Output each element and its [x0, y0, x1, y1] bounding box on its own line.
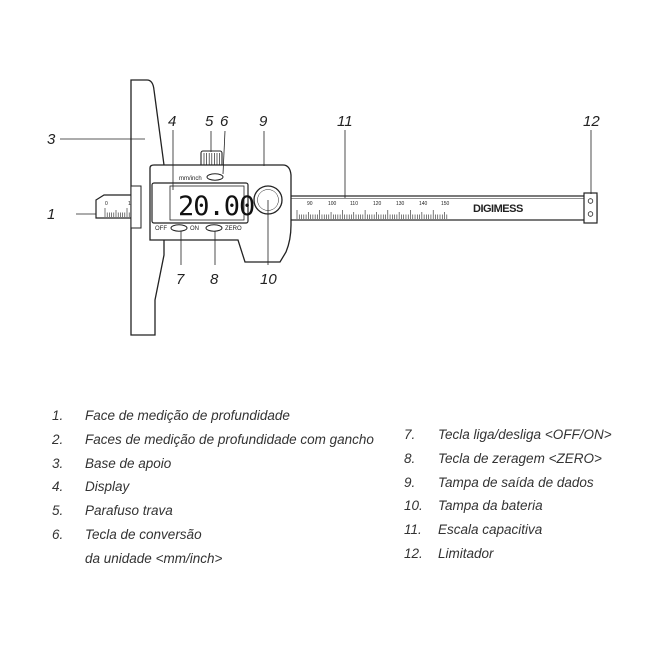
legend-right: 7. Tecla liga/desliga <OFF/ON> 8. Tecla de …: [404, 427, 644, 577]
scale-ticks: [296, 210, 448, 219]
legend-text: Escala capacitiva: [438, 522, 543, 538]
scale-number: 120: [373, 201, 382, 207]
legend-text: Limitador: [438, 546, 494, 561]
legend-text: Display: [85, 479, 130, 495]
legend-number: 3.: [52, 455, 64, 471]
legend-number: 1.: [52, 408, 64, 423]
legend-text: Tecla de zeragem <ZERO>: [438, 450, 602, 466]
lcd-reading: 20.00: [178, 191, 254, 222]
scale-number: 100: [328, 201, 337, 207]
legend-number: 11.: [404, 522, 422, 538]
callout-12: 12: [583, 113, 600, 130]
legend-number: 2.: [52, 431, 64, 447]
callout-7: 7: [176, 271, 185, 288]
callout-6: 6: [220, 113, 229, 130]
legend-text: Tecla liga/desliga <OFF/ON>: [438, 427, 612, 442]
legend-number: 4.: [52, 479, 64, 495]
legend-text: Tecla de conversão: [85, 527, 202, 542]
callout-8: 8: [210, 271, 219, 288]
scale-numbers: 90 100 110 120 130 140 150: [307, 201, 450, 207]
legend-number: 6.: [52, 527, 64, 542]
callout-3: 3: [47, 131, 56, 148]
legend-text: da unidade <mm/inch>: [85, 550, 223, 566]
lcd-window: [169, 185, 245, 221]
base-bracket: [130, 185, 142, 229]
depth-scale-number: 0: [105, 201, 108, 207]
legend-number: 10.: [404, 498, 423, 514]
limiter-screw-icon: [587, 211, 594, 217]
legend-number: 9.: [404, 474, 416, 490]
legend-number: 7.: [404, 427, 416, 442]
limiter: [583, 192, 598, 224]
scale-number: 150: [441, 201, 450, 207]
scale-number: 140: [419, 201, 428, 207]
main-beam: [289, 195, 598, 221]
legend-text: Faces de medição de profundidade com gan…: [85, 431, 374, 447]
lock-screw-knurl: [203, 153, 220, 165]
callout-11: 11: [337, 113, 353, 130]
off-label: OFF: [155, 226, 167, 232]
scale-number: 130: [396, 201, 405, 207]
on-label: ON: [190, 226, 199, 232]
off-on-button[interactable]: [170, 224, 188, 232]
legend-text: Tampa da bateria: [438, 498, 543, 514]
callout-9: 9: [259, 113, 268, 130]
legend-text: Parafuso trava: [85, 503, 173, 519]
legend-text: Face de medição de profundidade: [85, 408, 290, 423]
legend-left: 1. Face de medição de profundidade 2. Faces…: [52, 408, 382, 578]
brand-logo-text: DIGIMESS: [473, 203, 523, 215]
support-base: [130, 79, 165, 336]
legend-text: Tampa de saída de dados: [438, 474, 594, 490]
callout-5: 5: [205, 113, 214, 130]
limiter-screw-icon: [587, 198, 594, 204]
scale-number: 110: [350, 201, 358, 207]
legend-number: 8.: [404, 450, 416, 466]
callout-1: 1: [47, 206, 55, 223]
unit-button[interactable]: [206, 173, 224, 181]
depth-caliper-diagram: 0 10 90 100 110 120 130 140 150 DIGIMESS…: [47, 79, 600, 336]
unit-button-label: mm/inch: [179, 176, 202, 182]
legend-number: 5.: [52, 503, 64, 519]
callout-10: 10: [260, 271, 277, 288]
scale-number: 90: [307, 201, 313, 207]
legend-text: Base de apoio: [85, 455, 172, 471]
leader-lines: [60, 130, 592, 265]
zero-label: ZERO: [225, 226, 242, 232]
zero-button[interactable]: [205, 224, 223, 232]
callout-4: 4: [168, 113, 176, 130]
legend-number: 12.: [404, 546, 423, 561]
